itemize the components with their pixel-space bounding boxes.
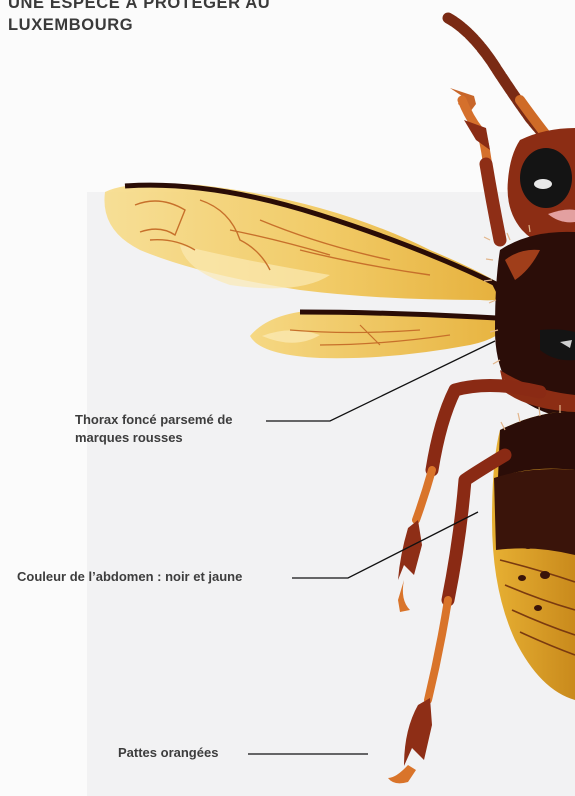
label-abdomen: Couleur de l’abdomen : noir et jaune — [17, 568, 287, 586]
lower-wing — [250, 310, 530, 358]
label-thorax-line-1: Thorax foncé parsemé de — [75, 412, 233, 427]
label-thorax-line-2: marques rousses — [75, 430, 183, 445]
rear-leg — [388, 455, 505, 783]
upper-wing — [104, 184, 530, 305]
head — [508, 128, 575, 250]
front-leg-upper — [450, 88, 500, 240]
eye-highlight — [534, 179, 552, 189]
label-thorax: Thorax foncé parsemé de marques rousses — [75, 411, 275, 447]
label-legs: Pattes orangées — [118, 744, 248, 762]
